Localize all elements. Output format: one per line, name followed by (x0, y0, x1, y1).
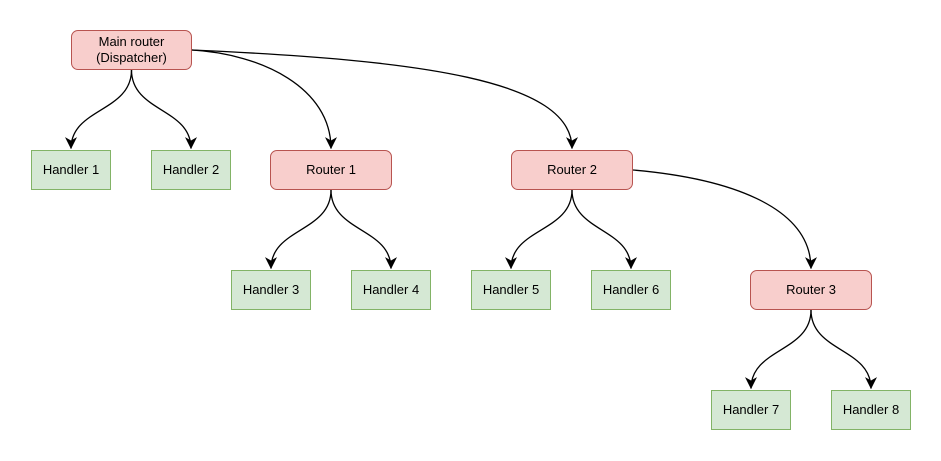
node-handler-7-label: Handler 7 (722, 402, 780, 417)
node-handler-3: Handler 3 (231, 270, 311, 310)
node-handler-8-label: Handler 8 (842, 402, 900, 417)
edge-main-to-router-2 (191, 49, 578, 150)
node-main-router: Main router (Dispatcher) (71, 30, 192, 70)
node-main-router-label: Main router (Dispatcher) (96, 34, 167, 65)
edge-router-2-to-router-3 (632, 169, 817, 270)
edge-router-1-to-handler-4 (330, 189, 397, 270)
node-handler-6-label: Handler 6 (602, 282, 660, 297)
node-handler-4: Handler 4 (351, 270, 431, 310)
node-handler-5: Handler 5 (471, 270, 551, 310)
edge-main-to-handler-1 (65, 69, 133, 150)
edge-router-1-to-handler-3 (265, 189, 332, 270)
node-router-2: Router 2 (511, 150, 633, 190)
edge-main-to-handler-2 (130, 69, 197, 150)
edge-main-to-router-1 (191, 49, 337, 150)
node-handler-6: Handler 6 (591, 270, 671, 310)
edge-router-3-to-handler-7 (745, 309, 812, 390)
node-handler-7: Handler 7 (711, 390, 791, 430)
node-handler-3-label: Handler 3 (242, 282, 300, 297)
node-router-3-label: Router 3 (786, 282, 836, 297)
node-router-2-label: Router 2 (547, 162, 597, 177)
node-handler-1: Handler 1 (31, 150, 111, 190)
node-router-1: Router 1 (270, 150, 392, 190)
edge-router-2-to-handler-5 (505, 189, 573, 270)
edge-router-3-to-handler-8 (810, 309, 877, 390)
node-router-3: Router 3 (750, 270, 872, 310)
node-handler-8: Handler 8 (831, 390, 911, 430)
node-router-1-label: Router 1 (306, 162, 356, 177)
node-handler-2: Handler 2 (151, 150, 231, 190)
node-handler-4-label: Handler 4 (362, 282, 420, 297)
node-handler-5-label: Handler 5 (482, 282, 540, 297)
node-handler-2-label: Handler 2 (162, 162, 220, 177)
node-handler-1-label: Handler 1 (42, 162, 100, 177)
edge-router-2-to-handler-6 (571, 189, 637, 270)
